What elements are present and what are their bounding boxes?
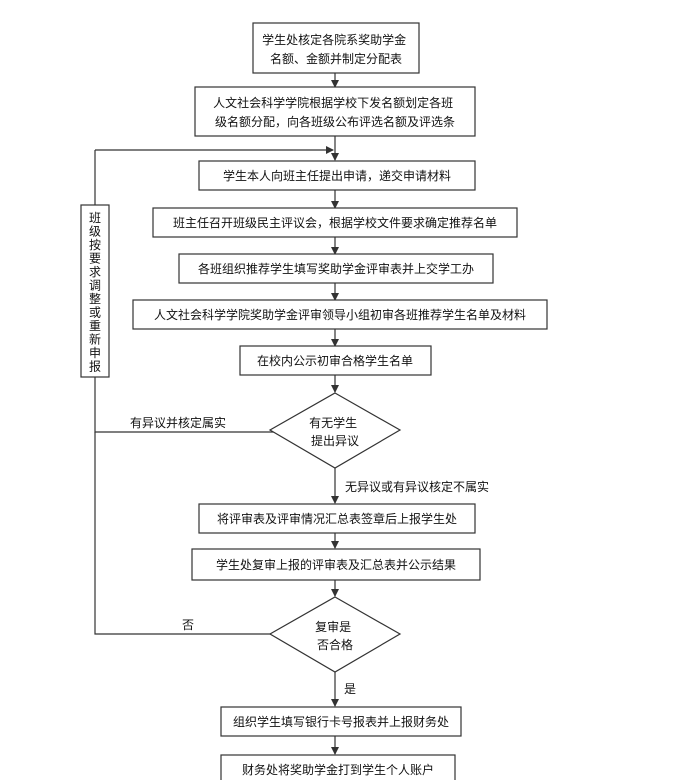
step-11-box bbox=[220, 754, 456, 780]
step-5-text: 各班组织推荐学生填写奖助学金评审表并上交学工办 bbox=[198, 261, 474, 276]
feedback-line-recheck bbox=[94, 432, 276, 635]
feedback-line-objection bbox=[94, 150, 276, 433]
step-8-box bbox=[198, 503, 476, 534]
step-4-text: 班主任召开班级民主评议会，根据学校文件要求确定推荐名单 bbox=[173, 215, 497, 230]
step-3-text: 学生本人向班主任提出申请，递交申请材料 bbox=[223, 168, 451, 183]
decision-objection bbox=[268, 392, 402, 469]
label-no: 否 bbox=[182, 618, 194, 632]
label-yes: 是 bbox=[344, 682, 356, 696]
step-8-text: 将评审表及评审情况汇总表签章后上报学生处 bbox=[217, 511, 457, 526]
step-11-text: 财务处将奖助学金打到学生个人账户 bbox=[242, 762, 434, 777]
decision-recheck-text: 复审是 否合格 bbox=[315, 619, 355, 652]
step-1-box bbox=[252, 22, 420, 74]
step-2-box bbox=[194, 86, 476, 137]
step-9-box bbox=[191, 548, 481, 581]
step-4-box bbox=[152, 207, 518, 238]
decision-recheck bbox=[268, 596, 402, 673]
step-7-box bbox=[239, 345, 432, 376]
step-2-text: 人文社会科学学院根据学校下发名额划定各班 级名额分配，向各班级公布评选名额及评选… bbox=[213, 95, 457, 129]
step-6-box bbox=[132, 299, 548, 330]
step-7-text: 在校内公示初审合格学生名单 bbox=[257, 353, 413, 368]
step-3-box bbox=[198, 160, 476, 191]
step-5-box bbox=[178, 253, 494, 284]
side-box-adjust bbox=[80, 204, 110, 378]
side-box-text: 班级按要求调整或重新申报 bbox=[89, 211, 101, 374]
decision-objection-text: 有无学生 提出异议 bbox=[309, 415, 361, 448]
step-10-box bbox=[220, 706, 462, 737]
step-6-text: 人文社会科学学院奖助学金评审领导小组初审各班推荐学生名单及材料 bbox=[154, 307, 526, 322]
label-no-objection: 无异议或有异议核定不属实 bbox=[345, 479, 489, 494]
step-10-text: 组织学生填写银行卡号报表并上报财务处 bbox=[233, 714, 449, 729]
label-objection-confirmed: 有异议并核定属实 bbox=[130, 415, 226, 430]
step-1-text: 学生处核定各院系奖助学金 名额、金额并制定分配表 bbox=[262, 32, 410, 66]
step-9-text: 学生处复审上报的评审表及汇总表并公示结果 bbox=[216, 557, 456, 572]
